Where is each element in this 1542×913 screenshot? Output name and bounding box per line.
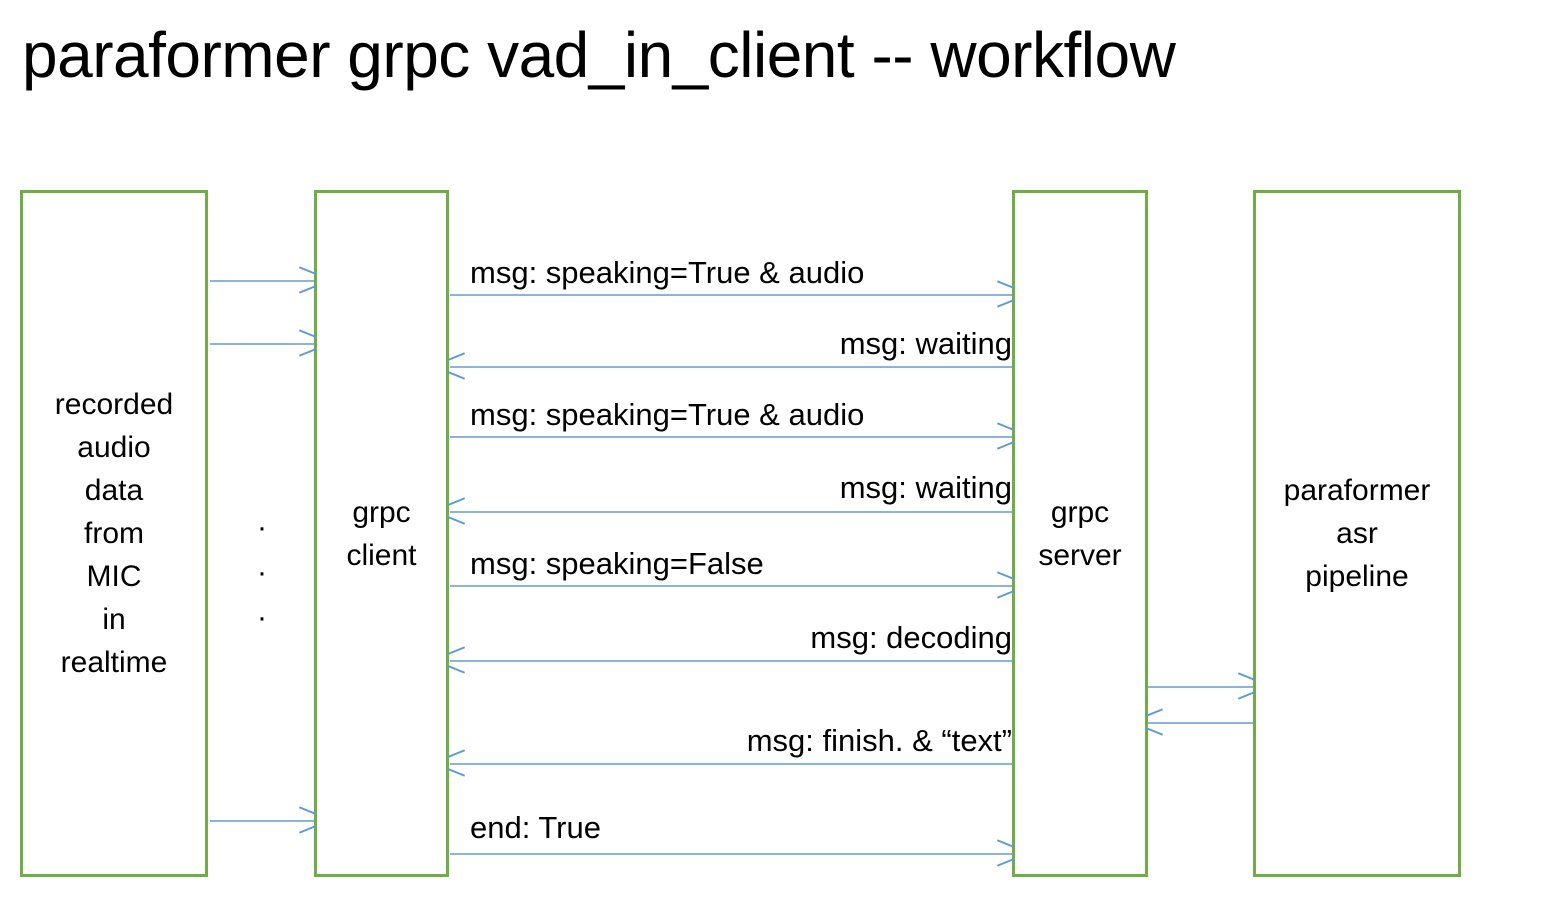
arrowhead-left-icon (447, 646, 466, 674)
lifeline-label-paraformer-pipeline: paraformer asr pipeline (1283, 474, 1431, 593)
message-label-speaking-true-audio-1: msg: speaking=True & audio (470, 255, 865, 290)
arrow-waiting-2 (447, 497, 1012, 525)
message-label-end-true: end: True (470, 810, 601, 845)
arrow-waiting-1 (447, 352, 1012, 380)
message-label-finish-text: msg: finish. & “text” (746, 723, 1012, 758)
arrow-speaking-true-audio-1 (450, 280, 1015, 308)
arrowhead-right-icon (996, 422, 1015, 450)
lifeline-box-mic: recorded audio data from MIC in realtime (20, 190, 208, 877)
arrowhead-left-icon (447, 352, 466, 380)
arrowhead-right-icon (1237, 672, 1256, 700)
arrow-speaking-true-audio-2 (450, 422, 1015, 450)
lifeline-label-grpc-client: grpc client (346, 495, 417, 572)
message-label-speaking-false: msg: speaking=False (470, 546, 764, 581)
arrow-speaking-false (450, 571, 1015, 599)
arrowhead-right-icon (298, 329, 317, 357)
arrowhead-left-icon (447, 497, 466, 525)
arrowhead-right-icon (298, 806, 317, 834)
arrowhead-left-icon (447, 749, 466, 777)
lifeline-label-mic: recorded audio data from MIC in realtime (54, 388, 174, 679)
arrowhead-right-icon (298, 266, 317, 294)
message-label-speaking-true-audio-2: msg: speaking=True & audio (470, 397, 865, 432)
ellipsis-dot-2: · (257, 556, 267, 589)
arrow-pipeline-to-server (1145, 708, 1253, 736)
lifeline-label-grpc-server: grpc server (1038, 495, 1122, 572)
arrow-mic-to-client-3 (210, 806, 317, 834)
arrow-decoding (447, 646, 1012, 674)
message-label-waiting-1: msg: waiting (839, 326, 1012, 361)
lifeline-box-grpc-client: grpc client (314, 190, 449, 877)
message-label-decoding: msg: decoding (810, 620, 1012, 655)
arrowhead-right-icon (996, 280, 1015, 308)
ellipsis-dot-3: · (257, 601, 267, 634)
arrowhead-left-icon (1145, 708, 1164, 736)
arrow-end-true (450, 839, 1015, 867)
lifeline-box-paraformer-pipeline: paraformer asr pipeline (1253, 190, 1461, 877)
lifeline-box-grpc-server: grpc server (1012, 190, 1148, 877)
arrowhead-right-icon (996, 839, 1015, 867)
page-title: paraformer grpc vad_in_client -- workflo… (22, 19, 1176, 91)
ellipsis-dots: · · · (250, 505, 274, 640)
ellipsis-dot-1: · (257, 511, 267, 544)
arrow-finish-text (447, 749, 1012, 777)
arrow-mic-to-client-1 (210, 266, 317, 294)
message-label-waiting-2: msg: waiting (839, 470, 1012, 505)
arrow-server-to-pipeline (1148, 672, 1256, 700)
arrow-mic-to-client-2 (210, 329, 317, 357)
arrowhead-right-icon (996, 571, 1015, 599)
